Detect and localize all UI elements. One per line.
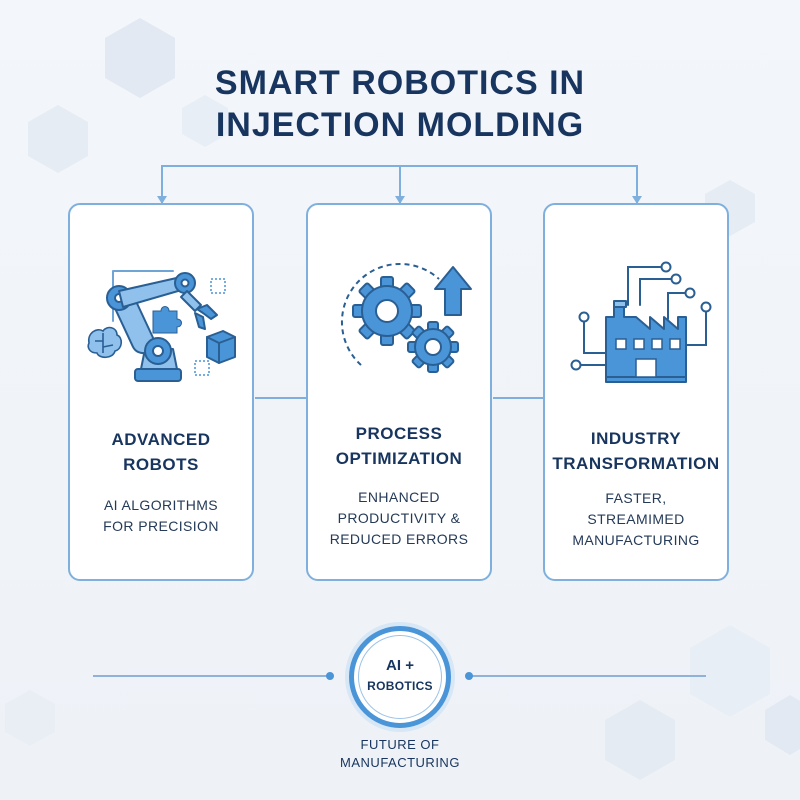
card-title-line: ADVANCED (111, 430, 211, 449)
card-description: AI ALGORITHMS FOR PRECISION (70, 495, 252, 537)
bottom-line-dot (326, 672, 334, 680)
card-advanced-robots: ADVANCED ROBOTS AI ALGORITHMS FOR PRECIS… (68, 203, 254, 581)
gears-arrow-icon (340, 262, 472, 373)
card-description: FASTER, STREAMIMED MANUFACTURING (545, 488, 727, 551)
hexagon-shape (182, 95, 228, 147)
card-desc-line: STREAMIMED (587, 511, 685, 527)
card-desc-line: FASTER, (605, 490, 667, 506)
badge-line-2: ROBOTICS (367, 679, 433, 693)
card-title: ADVANCED ROBOTS (70, 427, 252, 477)
badge-line-1: AI + (386, 657, 414, 674)
card-title-line: OPTIMIZATION (335, 449, 463, 468)
card-desc-line: REDUCED ERRORS (329, 531, 469, 547)
card-title: PROCESS OPTIMIZATION (308, 421, 490, 471)
card-title-line: INDUSTRY (590, 429, 682, 448)
card-desc-line: AI ALGORITHMS (103, 497, 219, 513)
arrow-head (632, 196, 642, 204)
footer-line-1: FUTURE OF (360, 737, 440, 752)
card-process-optimization: PROCESS OPTIMIZATION ENHANCED PRODUCTIVI… (306, 203, 492, 581)
card-industry-transformation: INDUSTRY TRANSFORMATION FASTER, STREAMIM… (543, 203, 729, 581)
card-title: INDUSTRY TRANSFORMATION (545, 426, 727, 476)
title-line-2: INJECTION MOLDING (215, 106, 585, 144)
card-desc-line: PRODUCTIVITY & (337, 510, 461, 526)
footer-caption: FUTURE OF MANUFACTURING (0, 736, 800, 772)
badge-inner-ring (358, 635, 442, 719)
hexagon-shape (690, 625, 770, 717)
hexagon-shape (105, 18, 175, 98)
arrow-head (157, 196, 167, 204)
hexagon-shape (28, 105, 88, 173)
card-title-line: TRANSFORMATION (552, 454, 720, 473)
hexagon-shape (765, 695, 800, 755)
hexagon-shape (605, 700, 675, 780)
title-line-1: SMART ROBOTICS IN (214, 64, 586, 102)
hexagon-shape (5, 690, 55, 746)
bottom-line-dot (465, 672, 473, 680)
card-desc-line: FOR PRECISION (103, 518, 219, 534)
robot-arm-icon (87, 270, 236, 382)
card-title-line: PROCESS (355, 424, 443, 443)
card-title-line: ROBOTS (123, 455, 199, 474)
card-desc-line: ENHANCED (358, 489, 440, 505)
card-description: ENHANCED PRODUCTIVITY & REDUCED ERRORS (308, 487, 490, 550)
page-title: SMART ROBOTICS IN INJECTION MOLDING (0, 62, 800, 146)
ai-robotics-badge: AI + ROBOTICS (349, 626, 451, 728)
card-desc-line: MANUFACTURING (572, 532, 700, 548)
footer-line-2: MANUFACTURING (340, 755, 460, 770)
arrow-head (395, 196, 405, 204)
smart-factory-icon (570, 261, 712, 383)
